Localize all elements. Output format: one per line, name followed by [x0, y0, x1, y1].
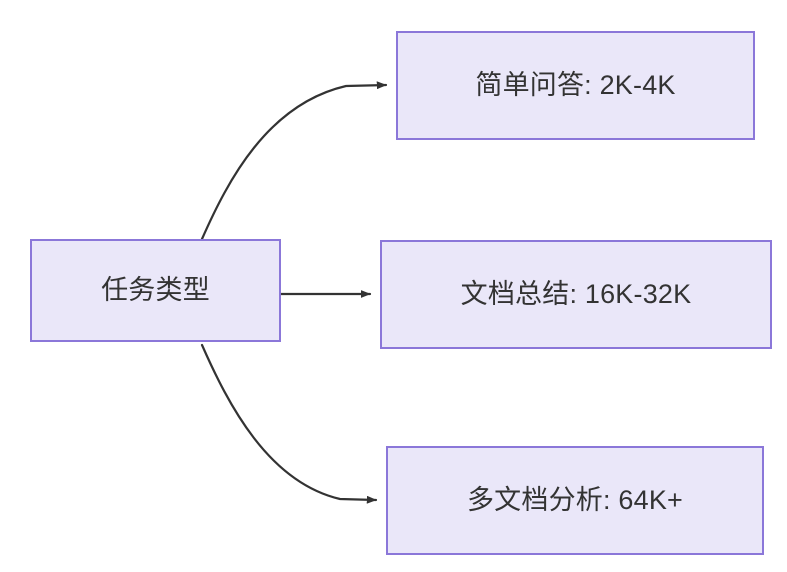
edge-source-to-multi-doc — [200, 343, 378, 504]
node-task-type-label: 任务类型 — [101, 275, 210, 306]
node-multi-doc-label: 多文档分析: 64K+ — [466, 485, 683, 516]
node-multi-doc[interactable]: 多文档分析: 64K+ — [386, 446, 764, 555]
node-simple-qa-label: 简单问答: 2K-4K — [475, 70, 676, 101]
node-doc-summary[interactable]: 文档总结: 16K-32K — [380, 240, 772, 349]
node-doc-summary-label: 文档总结: 16K-32K — [460, 279, 692, 310]
node-task-type[interactable]: 任务类型 — [30, 239, 281, 342]
edge-source-to-simple-qa — [200, 81, 388, 241]
node-simple-qa[interactable]: 简单问答: 2K-4K — [396, 31, 755, 140]
